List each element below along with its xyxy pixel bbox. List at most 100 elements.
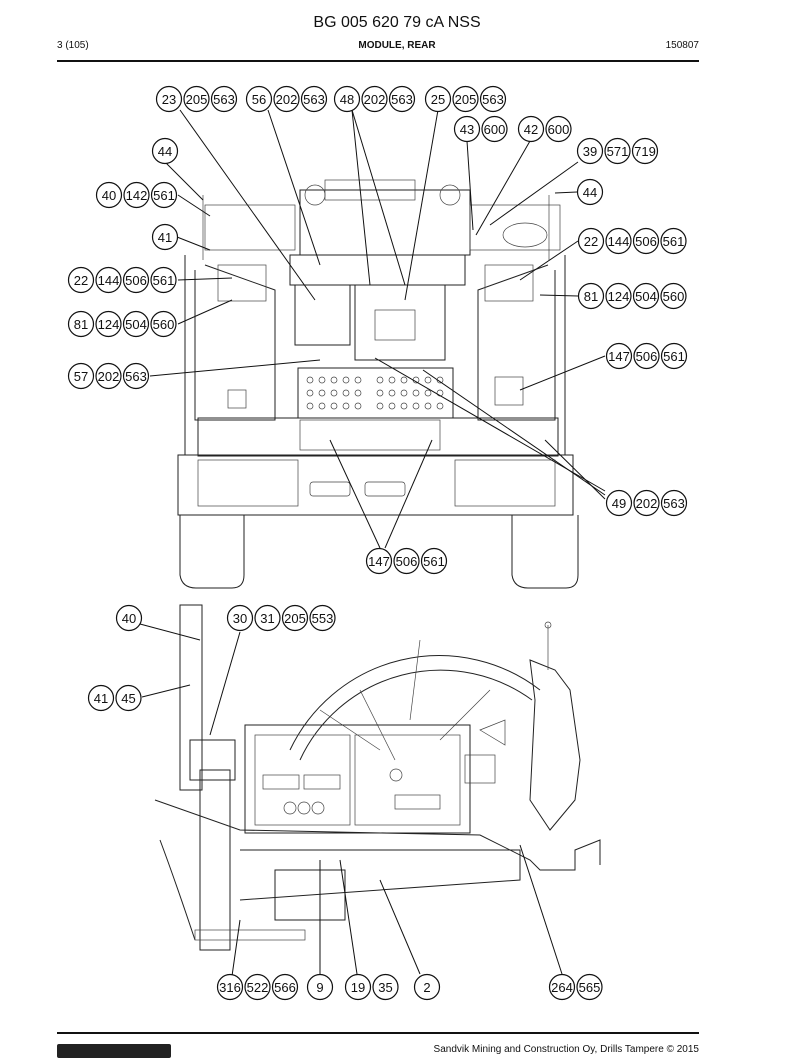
callout-number: 81 <box>74 317 88 332</box>
callout-circle <box>393 547 420 575</box>
callout-circle <box>244 973 271 1001</box>
callout-circle <box>151 137 179 165</box>
callout-circle <box>660 342 688 370</box>
header-rule <box>57 60 699 62</box>
callout-circle <box>481 115 508 143</box>
callout-number: 563 <box>303 92 325 107</box>
callout-number: 35 <box>378 980 392 995</box>
callout-number: 48 <box>340 92 354 107</box>
callout-circle <box>115 684 142 712</box>
callout-number: 561 <box>153 188 175 203</box>
callout-circle <box>151 223 179 251</box>
callout-number: 147 <box>368 554 390 569</box>
callout-number: 506 <box>635 234 657 249</box>
callout-number: 563 <box>125 369 147 384</box>
callout-number: 22 <box>74 273 88 288</box>
callout-circle <box>122 362 150 390</box>
callout-circle <box>281 604 309 632</box>
callout-circle <box>95 181 123 209</box>
callout-circle <box>424 85 452 113</box>
callout-number: 202 <box>276 92 298 107</box>
callout-number: 43 <box>460 122 474 137</box>
callout-circle <box>67 266 95 294</box>
callout-circle <box>413 973 441 1001</box>
callout-number: 124 <box>608 289 630 304</box>
callout-number: 9 <box>316 980 323 995</box>
callout-number: 144 <box>98 273 120 288</box>
page-number: 3 (105) <box>57 40 89 51</box>
callout-number: 600 <box>484 122 506 137</box>
callout-circle <box>95 362 122 390</box>
callout-number: 316 <box>219 980 241 995</box>
callout-circle <box>122 266 150 294</box>
callout-circle <box>453 115 481 143</box>
callout-number: 45 <box>121 691 135 706</box>
callout-number: 264 <box>551 980 573 995</box>
callout-circle <box>361 85 388 113</box>
callout-number: 202 <box>98 369 120 384</box>
document-code: BG 005 620 79 cA NSS <box>313 14 481 31</box>
callout-number: 504 <box>635 289 657 304</box>
callout-circle <box>150 181 178 209</box>
callout-circle <box>306 973 334 1001</box>
callout-number: 561 <box>663 349 685 364</box>
callout-circle <box>660 489 688 517</box>
callout-number: 57 <box>74 369 88 384</box>
callout-number: 25 <box>431 92 445 107</box>
callout-number: 42 <box>524 122 538 137</box>
callout-circle <box>123 181 150 209</box>
callout-2: 2 <box>413 973 441 1001</box>
callout-number: 39 <box>583 144 597 159</box>
callout-circle <box>216 973 244 1001</box>
callout-number: 560 <box>153 317 175 332</box>
callout-circle <box>95 266 122 294</box>
callout-number: 205 <box>455 92 477 107</box>
callout-circle <box>122 310 150 338</box>
callout-circle <box>372 973 399 1001</box>
callout-circle <box>254 604 281 632</box>
callout-number: 506 <box>396 554 418 569</box>
callout-circle <box>576 137 604 165</box>
callout-circle <box>605 227 632 255</box>
section-title: MODULE, REAR <box>358 40 436 51</box>
callout-number: 124 <box>98 317 120 332</box>
callout-circle <box>150 310 177 338</box>
callout-circle <box>577 282 605 310</box>
copyright-footer: Sandvik Mining and Construction Oy, Dril… <box>433 1044 699 1055</box>
callout-circle <box>604 137 631 165</box>
callout-circle <box>365 547 393 575</box>
callout-circle <box>155 85 183 113</box>
callout-circle <box>660 282 687 310</box>
callout-number: 30 <box>233 611 247 626</box>
callout-number: 40 <box>102 188 116 203</box>
callout-circle <box>632 227 660 255</box>
callout-41: 41 <box>151 223 179 251</box>
callout-circle <box>605 489 633 517</box>
callout-number: 142 <box>126 188 148 203</box>
callout-number: 41 <box>158 230 172 245</box>
sandvik-logo <box>57 1044 171 1058</box>
callout-43-600: 43 600 <box>453 115 508 143</box>
callout-circle <box>95 310 122 338</box>
callout-circle <box>273 85 300 113</box>
callout-57-202-563: 57 202 563 <box>67 362 150 390</box>
callout-circle <box>479 85 507 113</box>
callout-number: 19 <box>351 980 365 995</box>
callout-number: 205 <box>186 92 208 107</box>
callout-number: 506 <box>636 349 658 364</box>
callout-circle <box>660 227 687 255</box>
callout-circle <box>632 282 660 310</box>
callout-number: 144 <box>608 234 630 249</box>
callout-number: 560 <box>663 289 685 304</box>
callout-number: 202 <box>636 496 658 511</box>
callout-number: 600 <box>548 122 570 137</box>
callout-circle <box>87 684 115 712</box>
